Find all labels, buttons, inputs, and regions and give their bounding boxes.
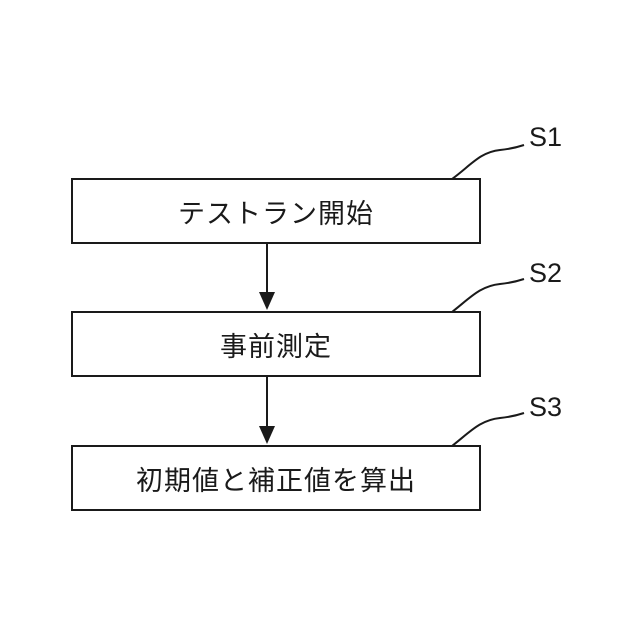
step-label-s1: S1 [529,124,562,151]
step-box-s3: 初期値と補正値を算出 [71,445,481,511]
leader-line-s2 [452,279,524,312]
step-box-s1: テストラン開始 [71,178,481,244]
arrowhead-s2-to-s3 [259,426,275,444]
step-text-s3: 初期値と補正値を算出 [136,459,416,498]
step-label-s2: S2 [529,260,562,287]
step-text-s1: テストラン開始 [178,192,374,231]
step-box-s2: 事前測定 [71,311,481,377]
arrowhead-s1-to-s2 [259,292,275,310]
step-label-s3: S3 [529,394,562,421]
step-text-s2: 事前測定 [220,325,332,364]
leader-line-s1 [452,145,524,179]
leader-line-s3 [452,413,524,446]
